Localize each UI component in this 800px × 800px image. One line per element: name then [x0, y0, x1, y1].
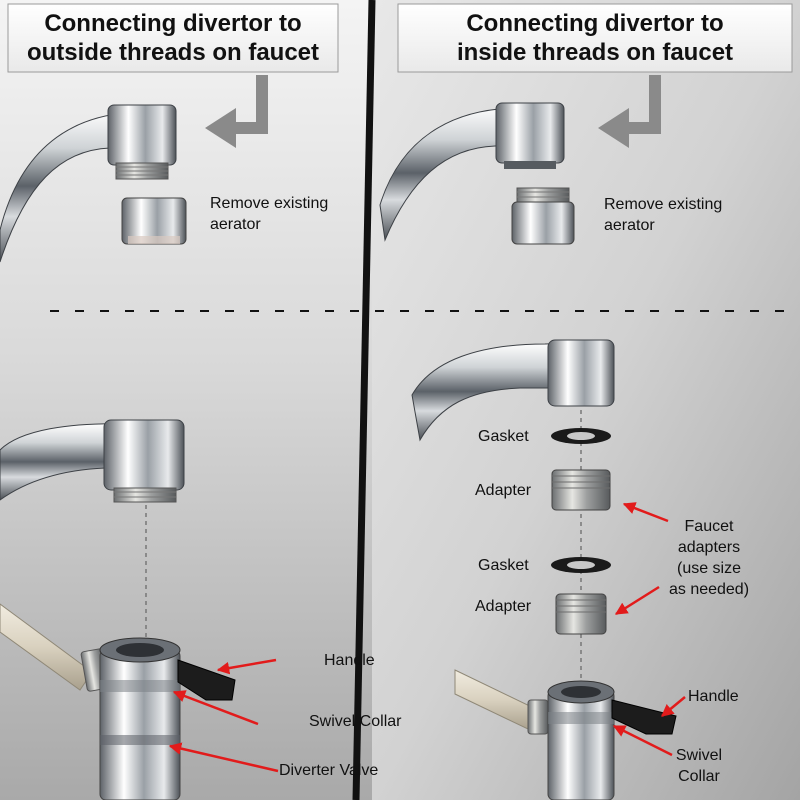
- gasket-label-2: Gasket: [478, 557, 529, 574]
- left-handle-label: Handle: [324, 652, 375, 669]
- faucet-adapters-note: Faucet adapters (use size as needed): [668, 518, 750, 598]
- gasket-label-1: Gasket: [478, 428, 529, 445]
- left-diverter-valve-label: Diverter Valve: [279, 762, 379, 779]
- right-panel-title: Connecting divertor to inside threads on…: [456, 9, 734, 66]
- adapter-label-2: Adapter: [475, 598, 532, 615]
- adapter-label-1: Adapter: [475, 482, 532, 499]
- left-swivel-collar-label: Swivel Collar: [309, 713, 402, 730]
- left-panel-title: Connecting divertor to outside threads o…: [26, 9, 320, 66]
- right-swivel-collar-label: Swivel Collar: [675, 747, 723, 785]
- right-handle-label: Handle: [688, 688, 739, 705]
- right-remove-aerator-label: Remove existing aerator: [604, 196, 723, 234]
- left-remove-aerator-label: Remove existing aerator: [210, 195, 329, 233]
